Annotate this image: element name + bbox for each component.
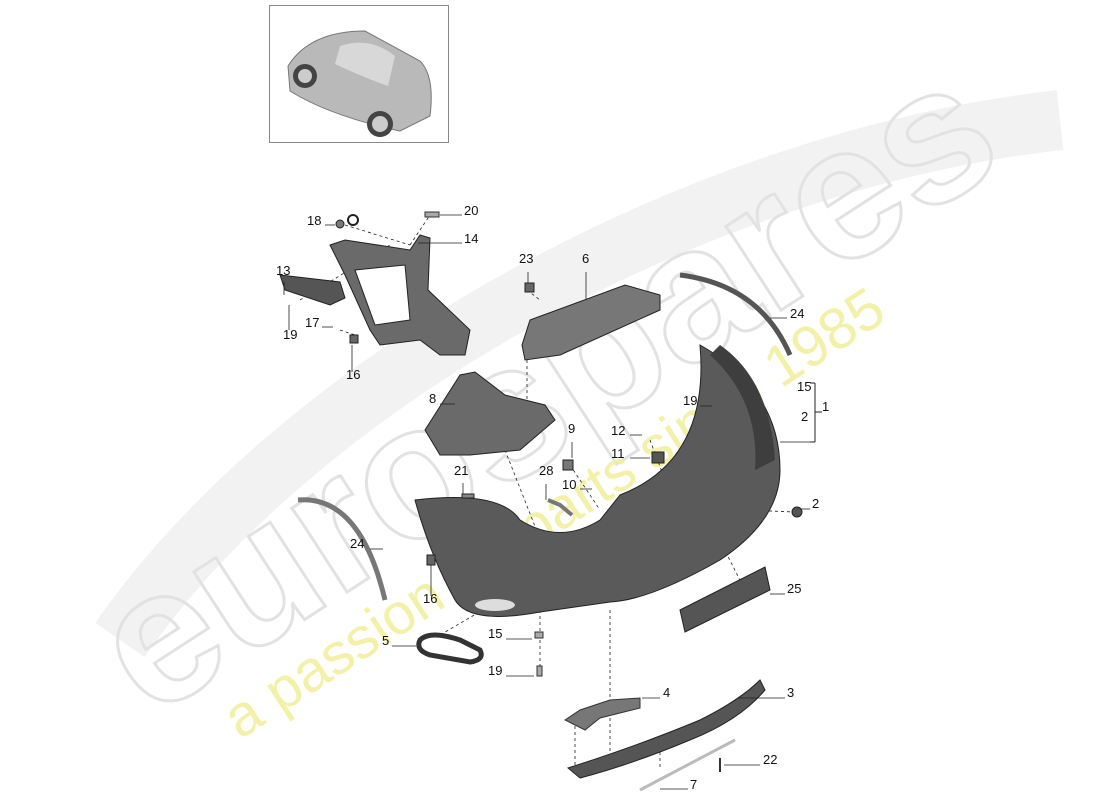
part-label-28: 28 [539,463,554,478]
part-label-24: 24 [790,306,805,321]
part-label-20: 20 [464,203,479,218]
part-label-2: 2 [812,496,820,511]
trim-strip-7 [639,738,736,792]
part-label-25: 25 [787,581,802,596]
part-label-5: 5 [382,633,390,648]
license-plate-carrier-25 [679,566,771,633]
part-label-18: 18 [307,213,322,228]
lower-diffuser-3 [566,679,766,779]
wheel-arch-trim-24-left [297,497,388,601]
group-bracket-1 [810,382,822,443]
part-label-8: 8 [429,391,437,406]
side-bracket-8 [424,371,556,456]
exhaust-trim-ring-5 [416,632,484,665]
clip-16-bottom [426,554,436,566]
part-label-7: 7 [690,777,698,792]
exhaust-opening [475,599,515,611]
bracket-frame-14 [329,234,471,356]
part-label-1: 1 [822,399,830,414]
part-label-15: 15 [797,379,812,394]
grommet-18 [335,219,345,229]
bolt-21 [461,493,475,499]
clip-9 [562,459,574,471]
screw-19-bottom [536,665,543,677]
part-label-21: 21 [454,463,469,478]
part-label-10: 10 [562,477,577,492]
part-label-14: 14 [464,231,479,246]
part-label-11: 11 [611,446,625,461]
part-label-17: 17 [305,315,320,330]
part-label-13: 13 [276,263,291,278]
part-label-23: 23 [519,251,534,266]
car-thumbnail [269,5,449,143]
bracket-4 [564,697,641,731]
part-label-12: 12 [611,423,626,438]
clip-16-top [349,334,359,344]
part-label-16: 16 [423,591,438,606]
part-label-24: 24 [350,536,365,551]
part-label-15: 15 [488,626,503,641]
support-6 [521,284,661,361]
part-label-22: 22 [763,752,778,767]
car-icon [287,30,432,137]
part-label-2: 2 [801,409,809,424]
guide-bracket-13 [279,274,346,306]
clip-nut-23 [524,282,535,293]
leader-lines [283,214,810,790]
bolt-20 [424,211,440,218]
part-label-19: 19 [283,327,298,342]
part-label-6: 6 [582,251,590,266]
part-label-19: 19 [683,393,698,408]
plug-2 [791,506,803,518]
bumper-cover-1 [414,344,781,617]
wheel-arch-trim-24-right [679,272,793,356]
part-label-19: 19 [488,663,503,678]
part-label-3: 3 [787,685,795,700]
part-label-4: 4 [663,685,671,700]
bracket-28 [547,498,574,517]
clip-11 [651,451,665,464]
grommet-18b [347,214,359,226]
part-label-16: 16 [346,367,361,382]
bumper-inner-shade [710,345,775,470]
part-label-9: 9 [568,421,576,436]
nut-15 [534,631,544,639]
